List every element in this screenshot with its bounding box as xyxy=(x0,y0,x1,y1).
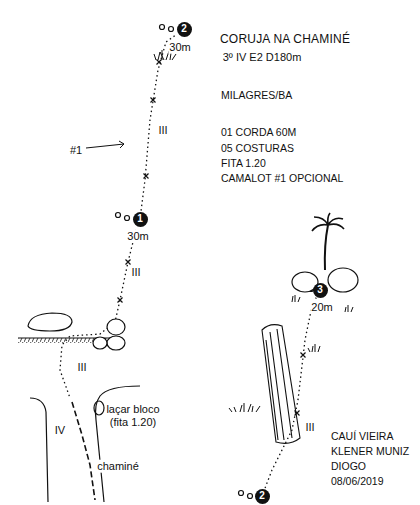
credit-line: CAUÍ VIEIRA xyxy=(330,430,394,442)
grass xyxy=(154,50,353,412)
ledge xyxy=(18,313,125,350)
belay-digit: 2 xyxy=(259,491,265,501)
bolts xyxy=(118,60,306,416)
pitch-length: 30m xyxy=(168,41,191,54)
grade-label: IV xyxy=(54,424,66,437)
grade-label: III xyxy=(157,124,168,137)
route-pitch xyxy=(265,298,316,488)
gear-item: CAMALOT #1 OPCIONAL xyxy=(220,172,344,184)
belay-number: 2 xyxy=(177,22,192,37)
date-label: 08/06/2019 xyxy=(330,475,385,487)
credit-line: KLENER MUNIZ xyxy=(330,445,410,457)
belay-digit: 2 xyxy=(181,24,187,34)
gear-item: 01 CORDA 60M xyxy=(220,126,297,138)
belay-digit: 1 xyxy=(137,214,143,224)
route-title: CORUJA NA CHAMINÉ xyxy=(220,32,350,46)
belay-number: 2 xyxy=(255,489,270,504)
belay-digit: 3 xyxy=(317,285,323,295)
pitch-length: 20m xyxy=(310,301,333,314)
pitch-length: 30m xyxy=(126,230,149,243)
belay-number: 1 xyxy=(133,212,148,227)
leader-arrow xyxy=(86,141,124,148)
boulders-and-palm xyxy=(292,213,358,292)
grade-label: III xyxy=(76,361,87,374)
cam-size: #1 xyxy=(69,144,83,157)
feature-label: chaminé xyxy=(96,460,140,473)
rock-slab xyxy=(262,325,300,444)
bolt xyxy=(157,60,162,65)
bolt xyxy=(118,298,123,303)
location-label: MILAGRES/BA xyxy=(220,89,293,101)
belay-number: 3 xyxy=(313,283,328,298)
bolt xyxy=(126,260,131,265)
gear-item: FITA 1.20 xyxy=(220,157,267,169)
grade-label: III xyxy=(304,421,315,434)
grade-label: 3º IV E2 D180m xyxy=(222,51,303,64)
beta-note: laçar bloco (fita 1.20) xyxy=(105,403,161,428)
gear-item: 05 COSTURAS xyxy=(220,142,295,154)
grade-label: III xyxy=(130,266,141,279)
route-pitch xyxy=(141,34,177,211)
credit-line: DIOGO xyxy=(330,460,367,472)
